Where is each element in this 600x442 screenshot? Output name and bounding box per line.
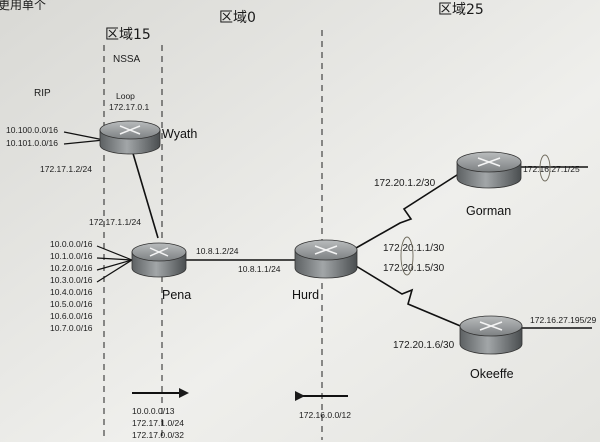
rip-label: RIP bbox=[34, 88, 51, 99]
serial-link-hurd-okeeffe bbox=[355, 265, 471, 331]
pencil-annotation-gorman bbox=[539, 154, 551, 182]
router-name-pena: Pena bbox=[162, 288, 191, 302]
summary-route-1: 10.0.0.0/13 bbox=[132, 406, 175, 416]
rip-network-pena: 10.4.0.0/16 bbox=[50, 287, 93, 297]
rip-line-wyath-2 bbox=[63, 139, 105, 145]
rip-network-wyath-2: 10.101.0.0/16 bbox=[6, 138, 58, 148]
pencil-annotation-hurd bbox=[400, 236, 414, 276]
pena-interface-to-wyath: 172.17.1.1/24 bbox=[89, 217, 141, 227]
rip-fan-pena bbox=[96, 245, 133, 283]
router-hurd[interactable] bbox=[294, 239, 358, 279]
rip-network-pena: 10.3.0.0/16 bbox=[50, 275, 93, 285]
router-okeeffe[interactable] bbox=[459, 315, 523, 355]
wyath-interface-address: 172.17.1.2/24 bbox=[40, 164, 92, 174]
router-name-hurd: Hurd bbox=[292, 288, 319, 302]
nssa-label: NSSA bbox=[113, 54, 141, 65]
rip-network-pena: 10.6.0.0/16 bbox=[50, 311, 93, 321]
router-name-okeeffe: Okeeffe bbox=[470, 367, 514, 381]
summary-route-2: 172.17.1.0/24 bbox=[132, 418, 184, 428]
hurd-interface-to-okeeffe: 172.20.1.5/30 bbox=[383, 263, 445, 274]
rip-network-pena: 10.0.0.0/16 bbox=[50, 239, 93, 249]
rip-network-pena: 10.2.0.0/16 bbox=[50, 263, 93, 273]
router-name-gorman: Gorman bbox=[466, 204, 511, 218]
hurd-interface-to-pena: 10.8.1.1/24 bbox=[238, 264, 281, 274]
router-wyath[interactable] bbox=[99, 120, 161, 155]
rip-network-pena: 10.1.0.0/16 bbox=[50, 251, 93, 261]
area25-label: 区域25 bbox=[438, 2, 484, 18]
top-fragment-text: 更用单个 bbox=[0, 0, 46, 12]
router-pena[interactable] bbox=[131, 242, 187, 278]
summary-route-left: 172.16.0.0/12 bbox=[299, 410, 351, 420]
hurd-interface-to-gorman: 172.20.1.1/30 bbox=[383, 243, 445, 254]
pena-interface-to-hurd: 10.8.1.2/24 bbox=[196, 246, 239, 256]
router-name-wyath: Wyath bbox=[162, 127, 197, 141]
okeeffe-interface-to-hurd: 172.20.1.6/30 bbox=[393, 340, 455, 351]
rip-network-wyath-1: 10.100.0.0/16 bbox=[6, 125, 58, 135]
area15-label: 区域15 bbox=[105, 27, 151, 43]
link-wyath-pena bbox=[131, 149, 159, 239]
gorman-interface-to-hurd: 172.20.1.2/30 bbox=[374, 178, 436, 189]
rip-networks-pena: 10.0.0.0/16 10.1.0.0/16 10.2.0.0/16 10.3… bbox=[50, 239, 93, 333]
wyath-loop-address: 172.17.0.1 bbox=[109, 102, 149, 112]
wyath-loop-label: Loop bbox=[116, 91, 135, 101]
rip-network-pena: 10.5.0.0/16 bbox=[50, 299, 93, 309]
gorman-lan-address: 172.16.27.1/25 bbox=[523, 164, 580, 174]
rip-network-pena: 10.7.0.0/16 bbox=[50, 323, 93, 333]
rip-line-wyath-1 bbox=[63, 131, 105, 141]
okeeffe-lan-address: 172.16.27.195/29 bbox=[530, 315, 596, 325]
serial-link-hurd-gorman bbox=[355, 165, 472, 249]
area0-label: 区域0 bbox=[219, 10, 256, 26]
router-gorman[interactable] bbox=[456, 151, 522, 189]
summary-route-3: 172.17.0.0/32 bbox=[132, 430, 184, 440]
